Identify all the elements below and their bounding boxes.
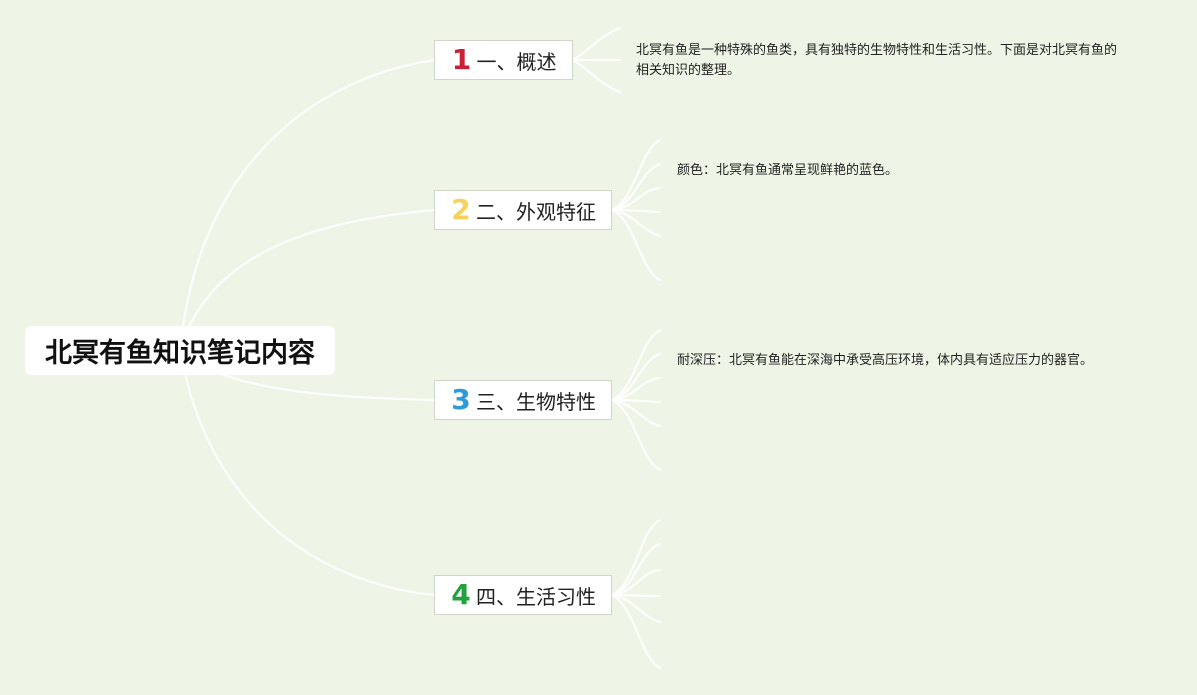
branch-label-3: 三、生物特性 <box>476 389 596 414</box>
connector-root-branch-4 <box>179 349 436 596</box>
connector-branch-4-child <box>611 519 661 596</box>
branch-node-2[interactable]: 2 二、外观特征 <box>434 190 612 230</box>
connector-branch-4-child <box>611 594 661 669</box>
branch-label-2: 二、外观特征 <box>476 199 596 224</box>
connector-branch-3-child <box>611 329 661 401</box>
branch-label-1: 一、概述 <box>476 49 557 74</box>
connector-branch-4-child <box>611 594 661 623</box>
branch-note-2: 颜色：北冥有鱼通常呈现鲜艳的蓝色。 <box>677 163 899 178</box>
branch-node-4[interactable]: 4 四、生活习性 <box>434 575 612 615</box>
connector-branch-3-child <box>611 399 661 427</box>
connector-branch-1-child <box>571 59 621 93</box>
branch-note-1: 北冥有鱼是一种特殊的鱼类，具有独特的生物特性和生活习性。下面是对北冥有鱼的相关知… <box>636 43 1118 78</box>
branch-number-1: 1 <box>451 43 472 76</box>
connector-branch-2-child <box>611 209 661 237</box>
connector-branch-3-child <box>611 399 661 403</box>
root-node[interactable]: 北冥有鱼知识笔记内容 <box>25 326 335 375</box>
connector-branch-2-child <box>611 187 661 211</box>
connector-branch-3-child <box>611 377 661 401</box>
connector-branch-3-child <box>611 353 661 401</box>
branch-number-3: 3 <box>451 383 471 416</box>
connector-branch-3-child <box>611 399 661 471</box>
branch-label-4: 四、生活习性 <box>476 584 596 609</box>
connector-branch-2-child <box>611 209 661 281</box>
connector-branch-4-child <box>611 543 661 596</box>
connector-branch-2-child <box>611 139 661 211</box>
branch-number-2: 2 <box>451 193 471 226</box>
connector-branch-2-child <box>611 163 661 211</box>
branch-node-3[interactable]: 3 三、生物特性 <box>434 380 612 420</box>
connector-branch-4-child <box>611 569 661 596</box>
connector-root-branch-1 <box>179 59 436 351</box>
connector-branch-1-child <box>571 27 621 61</box>
branch-note-3: 耐深压：北冥有鱼能在深海中承受高压环境，体内具有适应压力的器官。 <box>677 353 1094 368</box>
connector-branch-4-child <box>611 594 661 597</box>
connector-branch-2-child <box>611 209 661 213</box>
root-title: 北冥有鱼知识笔记内容 <box>45 338 315 369</box>
branch-node-1[interactable]: 1 一、概述 <box>434 40 573 80</box>
branch-number-4: 4 <box>451 578 471 611</box>
